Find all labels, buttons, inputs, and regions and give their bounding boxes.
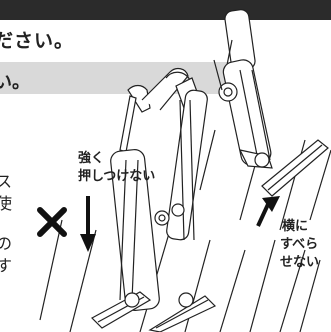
body-text-fragment-4: す (0, 256, 13, 275)
note-box (0, 62, 245, 94)
press-warning-line2: 押しつけない (78, 169, 156, 184)
slide-warning-line3: せない (280, 255, 320, 270)
note-text: い。 (0, 72, 30, 93)
slide-warning-line1: 横に (282, 219, 309, 234)
slide-warning-line2: すべら (280, 237, 319, 252)
body-text-fragment-2: 使 (0, 194, 13, 213)
body-text-fragment-1: ス (0, 172, 13, 191)
press-warning-line1: 強く (78, 151, 105, 166)
instruction-line: ださい。 (0, 30, 75, 52)
body-text-fragment-3: の (0, 234, 13, 253)
